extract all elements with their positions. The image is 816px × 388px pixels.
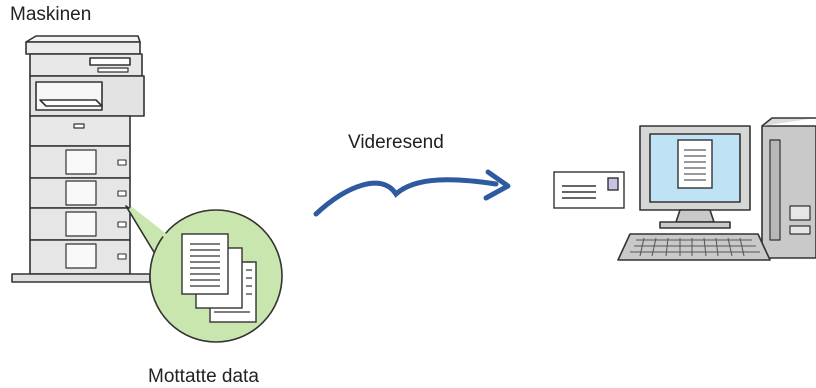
desktop-computer-icon	[617, 117, 816, 261]
machine-label: Maskinen	[10, 4, 92, 25]
multifunction-printer-icon	[11, 35, 151, 283]
forward-arrow	[313, 169, 511, 217]
envelope-icon	[553, 171, 625, 209]
received-data-label: Mottatte data	[148, 366, 259, 387]
document-icon	[677, 139, 713, 189]
forward-label: Videresend	[348, 132, 444, 153]
documents-icon	[181, 233, 257, 323]
